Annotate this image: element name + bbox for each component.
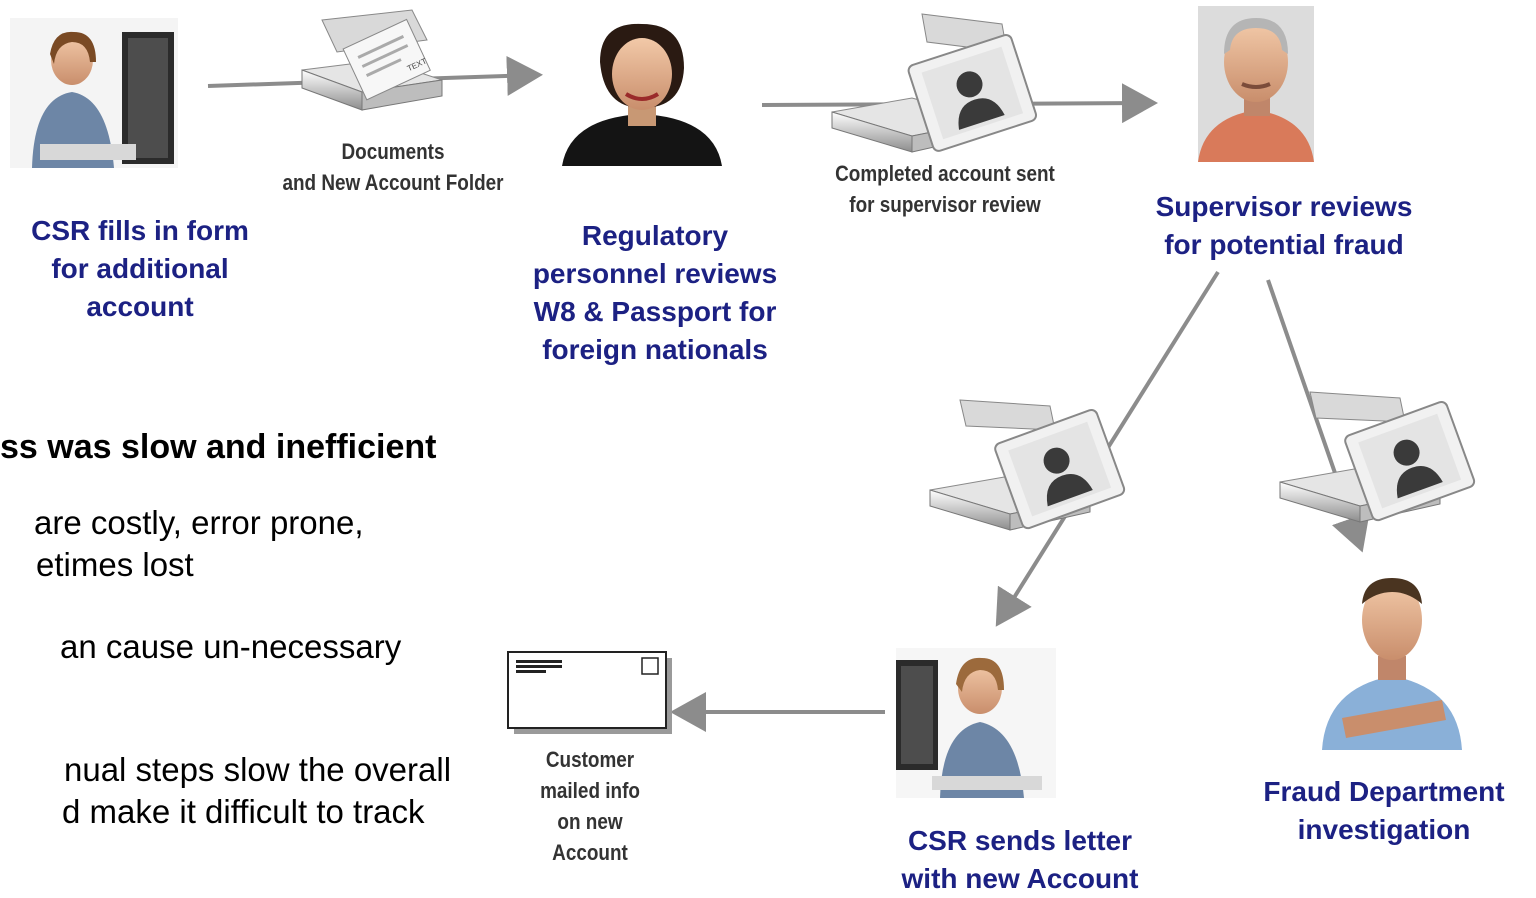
documents-caption: Documents and New Account Folder	[251, 136, 535, 198]
csr-form-photo	[10, 18, 178, 168]
fraud-label-line: investigation	[1297, 814, 1471, 845]
customer-caption-line: mailed info	[540, 778, 640, 803]
documents-caption-line: and New Account Folder	[282, 170, 504, 195]
documents-caption-line: Documents	[341, 139, 445, 164]
regulatory-label-line: foreign nationals	[542, 334, 768, 365]
supervisor-photo	[1198, 6, 1314, 162]
csr-form-label-line: CSR fills in form	[31, 215, 249, 246]
regulatory-label: Regulatory personnel reviews W8 & Passpo…	[500, 217, 810, 369]
customer-caption-line: Account	[552, 840, 628, 865]
body-line-difficult: d make it difficult to track	[62, 793, 425, 830]
supervisor-label: Supervisor reviews for potential fraud	[1124, 188, 1444, 264]
body-line-manual-steps: nual steps slow the overall	[64, 751, 452, 788]
body-line-costly: are costly, error prone,	[34, 504, 364, 541]
scanner-completed-icon	[831, 13, 1038, 153]
csr-form-label-line: for additional	[51, 253, 229, 284]
scanner-to-fraud-icon	[1279, 391, 1476, 523]
csr-letter-label-line: with new Account	[901, 863, 1139, 894]
body-line-lost: etimes lost	[36, 546, 194, 583]
fraud-label: Fraud Department investigation	[1234, 773, 1534, 849]
regulatory-label-line: Regulatory	[581, 220, 729, 251]
customer-mailed-caption: Customer mailed info on new Account	[513, 744, 668, 868]
fraud-investigator-photo	[1322, 578, 1462, 750]
scanner-documents-icon: TEXT	[301, 9, 443, 111]
scanner-to-csr-icon	[929, 399, 1126, 531]
supervisor-label-line: Supervisor reviews	[1155, 191, 1413, 222]
csr-form-label-line: account	[86, 291, 194, 322]
envelope-icon	[507, 651, 672, 734]
completed-caption-line: for supervisor review	[849, 192, 1041, 217]
regulatory-label-line: personnel reviews	[532, 258, 778, 289]
completed-account-caption: Completed account sent for supervisor re…	[803, 158, 1087, 220]
customer-caption-line: on new	[557, 809, 623, 834]
slow-process-heading: ss was slow and inefficient	[0, 428, 437, 466]
regulatory-photo	[562, 23, 722, 166]
csr-letter-label: CSR sends letter with new Account	[870, 822, 1170, 898]
supervisor-label-line: for potential fraud	[1164, 229, 1404, 260]
fraud-label-line: Fraud Department	[1263, 776, 1505, 807]
body-line-unnecessary: an cause un-necessary	[60, 628, 402, 665]
csr-letter-photo	[896, 648, 1056, 798]
csr-letter-label-line: CSR sends letter	[907, 825, 1133, 856]
customer-caption-line: Customer	[545, 747, 635, 772]
regulatory-label-line: W8 & Passport for	[533, 296, 777, 327]
csr-form-label: CSR fills in form for additional account	[0, 212, 280, 326]
completed-caption-line: Completed account sent	[835, 161, 1055, 186]
